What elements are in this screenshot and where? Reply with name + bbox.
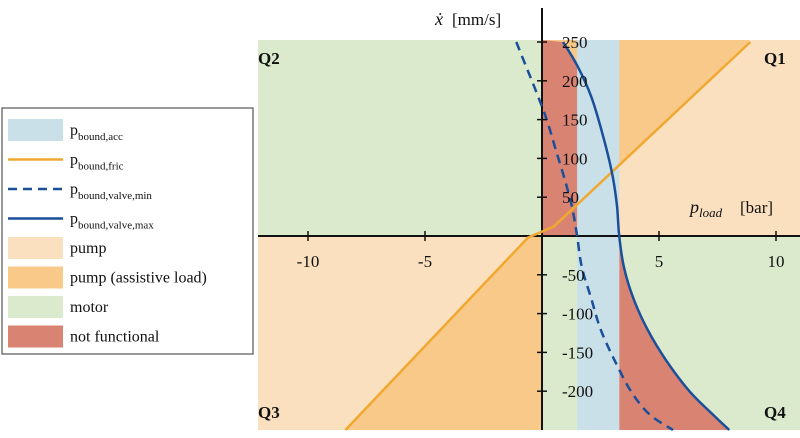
legend-entry-main: pump [70, 240, 106, 257]
legend-entry-label: pbound,valve,min [70, 181, 152, 202]
y-axis-label: ẋ [mm/s] [434, 9, 501, 29]
legend: pbound,accpbound,fricpbound,valve,minpbo… [1, 107, 254, 355]
legend-entry-label: pbound,fric [70, 152, 124, 173]
y-tick-label: 150 [562, 111, 588, 130]
legend-entry-subscript: bound,fric [78, 161, 124, 173]
x-tick-label: 10 [768, 252, 785, 271]
legend-swatch [8, 325, 63, 348]
series-p-bound-valve-min [515, 41, 674, 432]
series-p-bound-valve-max [562, 41, 731, 431]
region-not-functional-lower [619, 236, 730, 430]
legend-entry-main: not functional [70, 329, 160, 346]
legend-entry-label: pbound,valve,max [70, 211, 154, 232]
x-tick-label: -5 [418, 252, 432, 271]
legend-entry-main: p [70, 152, 78, 169]
region-q2-motor [258, 40, 542, 236]
x-tick-label: -10 [297, 252, 320, 271]
region-q3-pump-assistive [345, 236, 542, 430]
x-axis-label-sub: load [699, 205, 723, 220]
legend-swatch [8, 296, 63, 318]
y-axis-label-unit: [mm/s] [452, 10, 501, 29]
y-axis-label-symbol: ẋ [434, 9, 443, 29]
legend-entry-subscript: bound,acc [78, 131, 123, 143]
y-tick-label: -50 [562, 266, 585, 285]
legend-entry-label: motor [70, 299, 109, 316]
legend-entry-label: not functional [70, 329, 160, 346]
legend-entry-main: p [70, 211, 78, 228]
legend-entry-label: pbound,acc [70, 122, 123, 143]
y-tick-label: -150 [562, 343, 593, 362]
legend-entry-main: p [70, 181, 78, 198]
legend-swatch [8, 266, 63, 289]
legend-entry-main: p [70, 122, 78, 139]
legend-entry-label: pump (assistive load) [70, 270, 207, 287]
x-axis-label-symbol: pload [688, 197, 723, 220]
series-p-bound-fric [344, 41, 752, 431]
legend-entry-label: pump [70, 240, 106, 257]
x-axis-label-unit: [bar] [740, 198, 773, 217]
quadrant-label-q4: Q4 [764, 403, 786, 422]
x-tick-label: 5 [655, 252, 664, 271]
y-tick-label: 200 [562, 72, 588, 91]
legend-entry-subscript: bound,valve,max [78, 220, 154, 232]
tick-layer: -10 -5 5 10 -200 -150 -100 -50 50 100 150 200 250 [297, 33, 785, 401]
y-tick-label: -100 [562, 305, 593, 324]
quadrant-label-q2: Q2 [258, 49, 280, 68]
legend-entry-subscript: bound,valve,min [78, 190, 152, 202]
quadrant-label-q3: Q3 [258, 403, 280, 422]
y-tick-label: -200 [562, 382, 593, 401]
legend-swatch [8, 119, 63, 141]
legend-entry-main: motor [70, 299, 109, 316]
series-layer [344, 41, 752, 432]
y-tick-label: 100 [562, 149, 588, 168]
legend-swatch [8, 237, 63, 259]
legend-entry-main: pump (assistive load) [70, 270, 207, 287]
x-axis-label: pload [bar] [688, 197, 773, 220]
quadrant-label-q1: Q1 [764, 49, 786, 68]
x-axis-label-main: p [688, 197, 699, 217]
y-tick-label: 250 [562, 33, 588, 52]
y-tick-label: 50 [562, 188, 579, 207]
